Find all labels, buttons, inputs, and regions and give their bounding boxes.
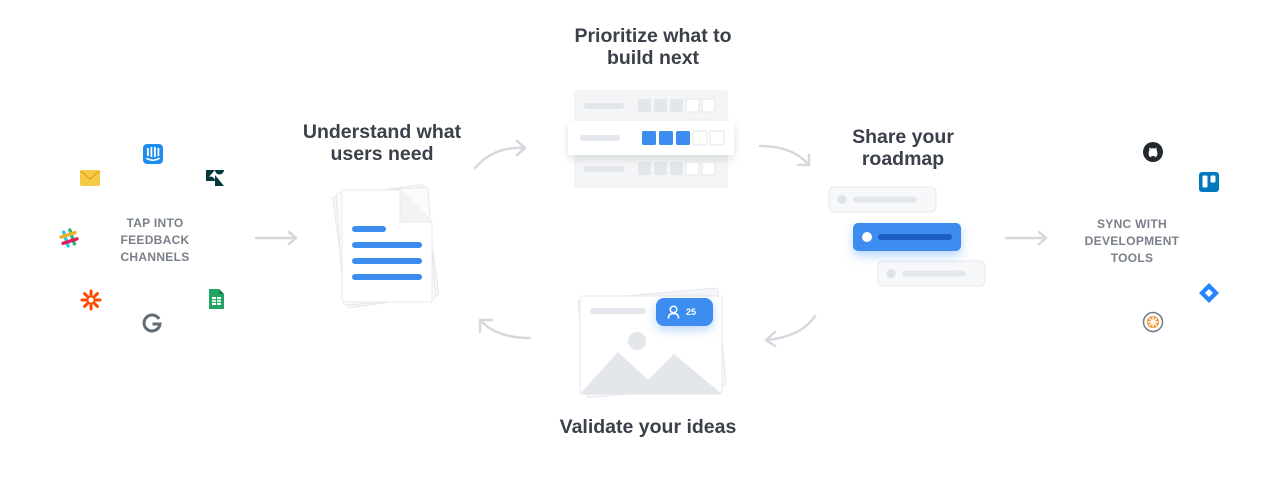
vote-badge[interactable]: 25 — [656, 298, 713, 326]
email-icon — [79, 167, 101, 189]
sync-dev-label: SYNC WITH DEVELOPMENT TOOLS — [1072, 216, 1192, 267]
understand-heading-line1: Understand what — [302, 121, 462, 143]
jira-icon — [1198, 282, 1220, 304]
arrow-share-to-dev — [1004, 228, 1051, 248]
prioritize-heading-line1: Prioritize what to — [574, 25, 732, 47]
prioritize-heading-line2: build next — [606, 47, 700, 69]
sync-label-line1: SYNC WITH — [1096, 217, 1168, 231]
intercom-icon — [142, 143, 164, 165]
share-heading: Share your roadmap — [820, 126, 986, 170]
google-sheets-icon — [205, 288, 227, 310]
sync-label-line3: TOOLS — [1110, 251, 1154, 265]
arrow-feedback-to-understand — [254, 228, 301, 248]
understand-heading: Understand what users need — [282, 121, 482, 165]
clubhouse-icon — [1142, 311, 1164, 333]
vote-count: 25 — [686, 307, 697, 317]
slack-icon — [58, 227, 80, 249]
prioritize-heading: Prioritize what to build next — [548, 25, 758, 69]
zapier-icon — [80, 289, 102, 311]
arrow-prioritize-to-share — [758, 140, 814, 172]
validate-heading: Validate your ideas — [559, 416, 737, 438]
document-stack-illustration — [322, 178, 452, 318]
sync-label-line2: DEVELOPMENT — [1084, 234, 1180, 248]
tap-label-line1: TAP INTO — [126, 216, 184, 230]
understand-heading-line2: users need — [330, 143, 434, 165]
user-icon — [667, 305, 680, 319]
trello-icon — [1198, 171, 1220, 193]
zendesk-icon — [204, 167, 226, 189]
roadmap-illustration — [826, 184, 992, 294]
tap-feedback-label: TAP INTO FEEDBACK CHANNELS — [105, 215, 205, 266]
prioritization-table-illustration — [566, 88, 736, 190]
arrow-understand-to-prioritize — [472, 138, 530, 172]
arrow-share-to-validate — [760, 312, 818, 348]
tap-label-line3: CHANNELS — [120, 250, 190, 264]
share-heading-line1: Share your — [852, 126, 954, 148]
github-icon — [1142, 141, 1164, 163]
share-heading-line2: roadmap — [861, 148, 945, 170]
arrow-validate-to-understand — [476, 312, 534, 344]
google-icon — [141, 312, 163, 334]
tap-label-line2: FEEDBACK — [120, 233, 190, 247]
